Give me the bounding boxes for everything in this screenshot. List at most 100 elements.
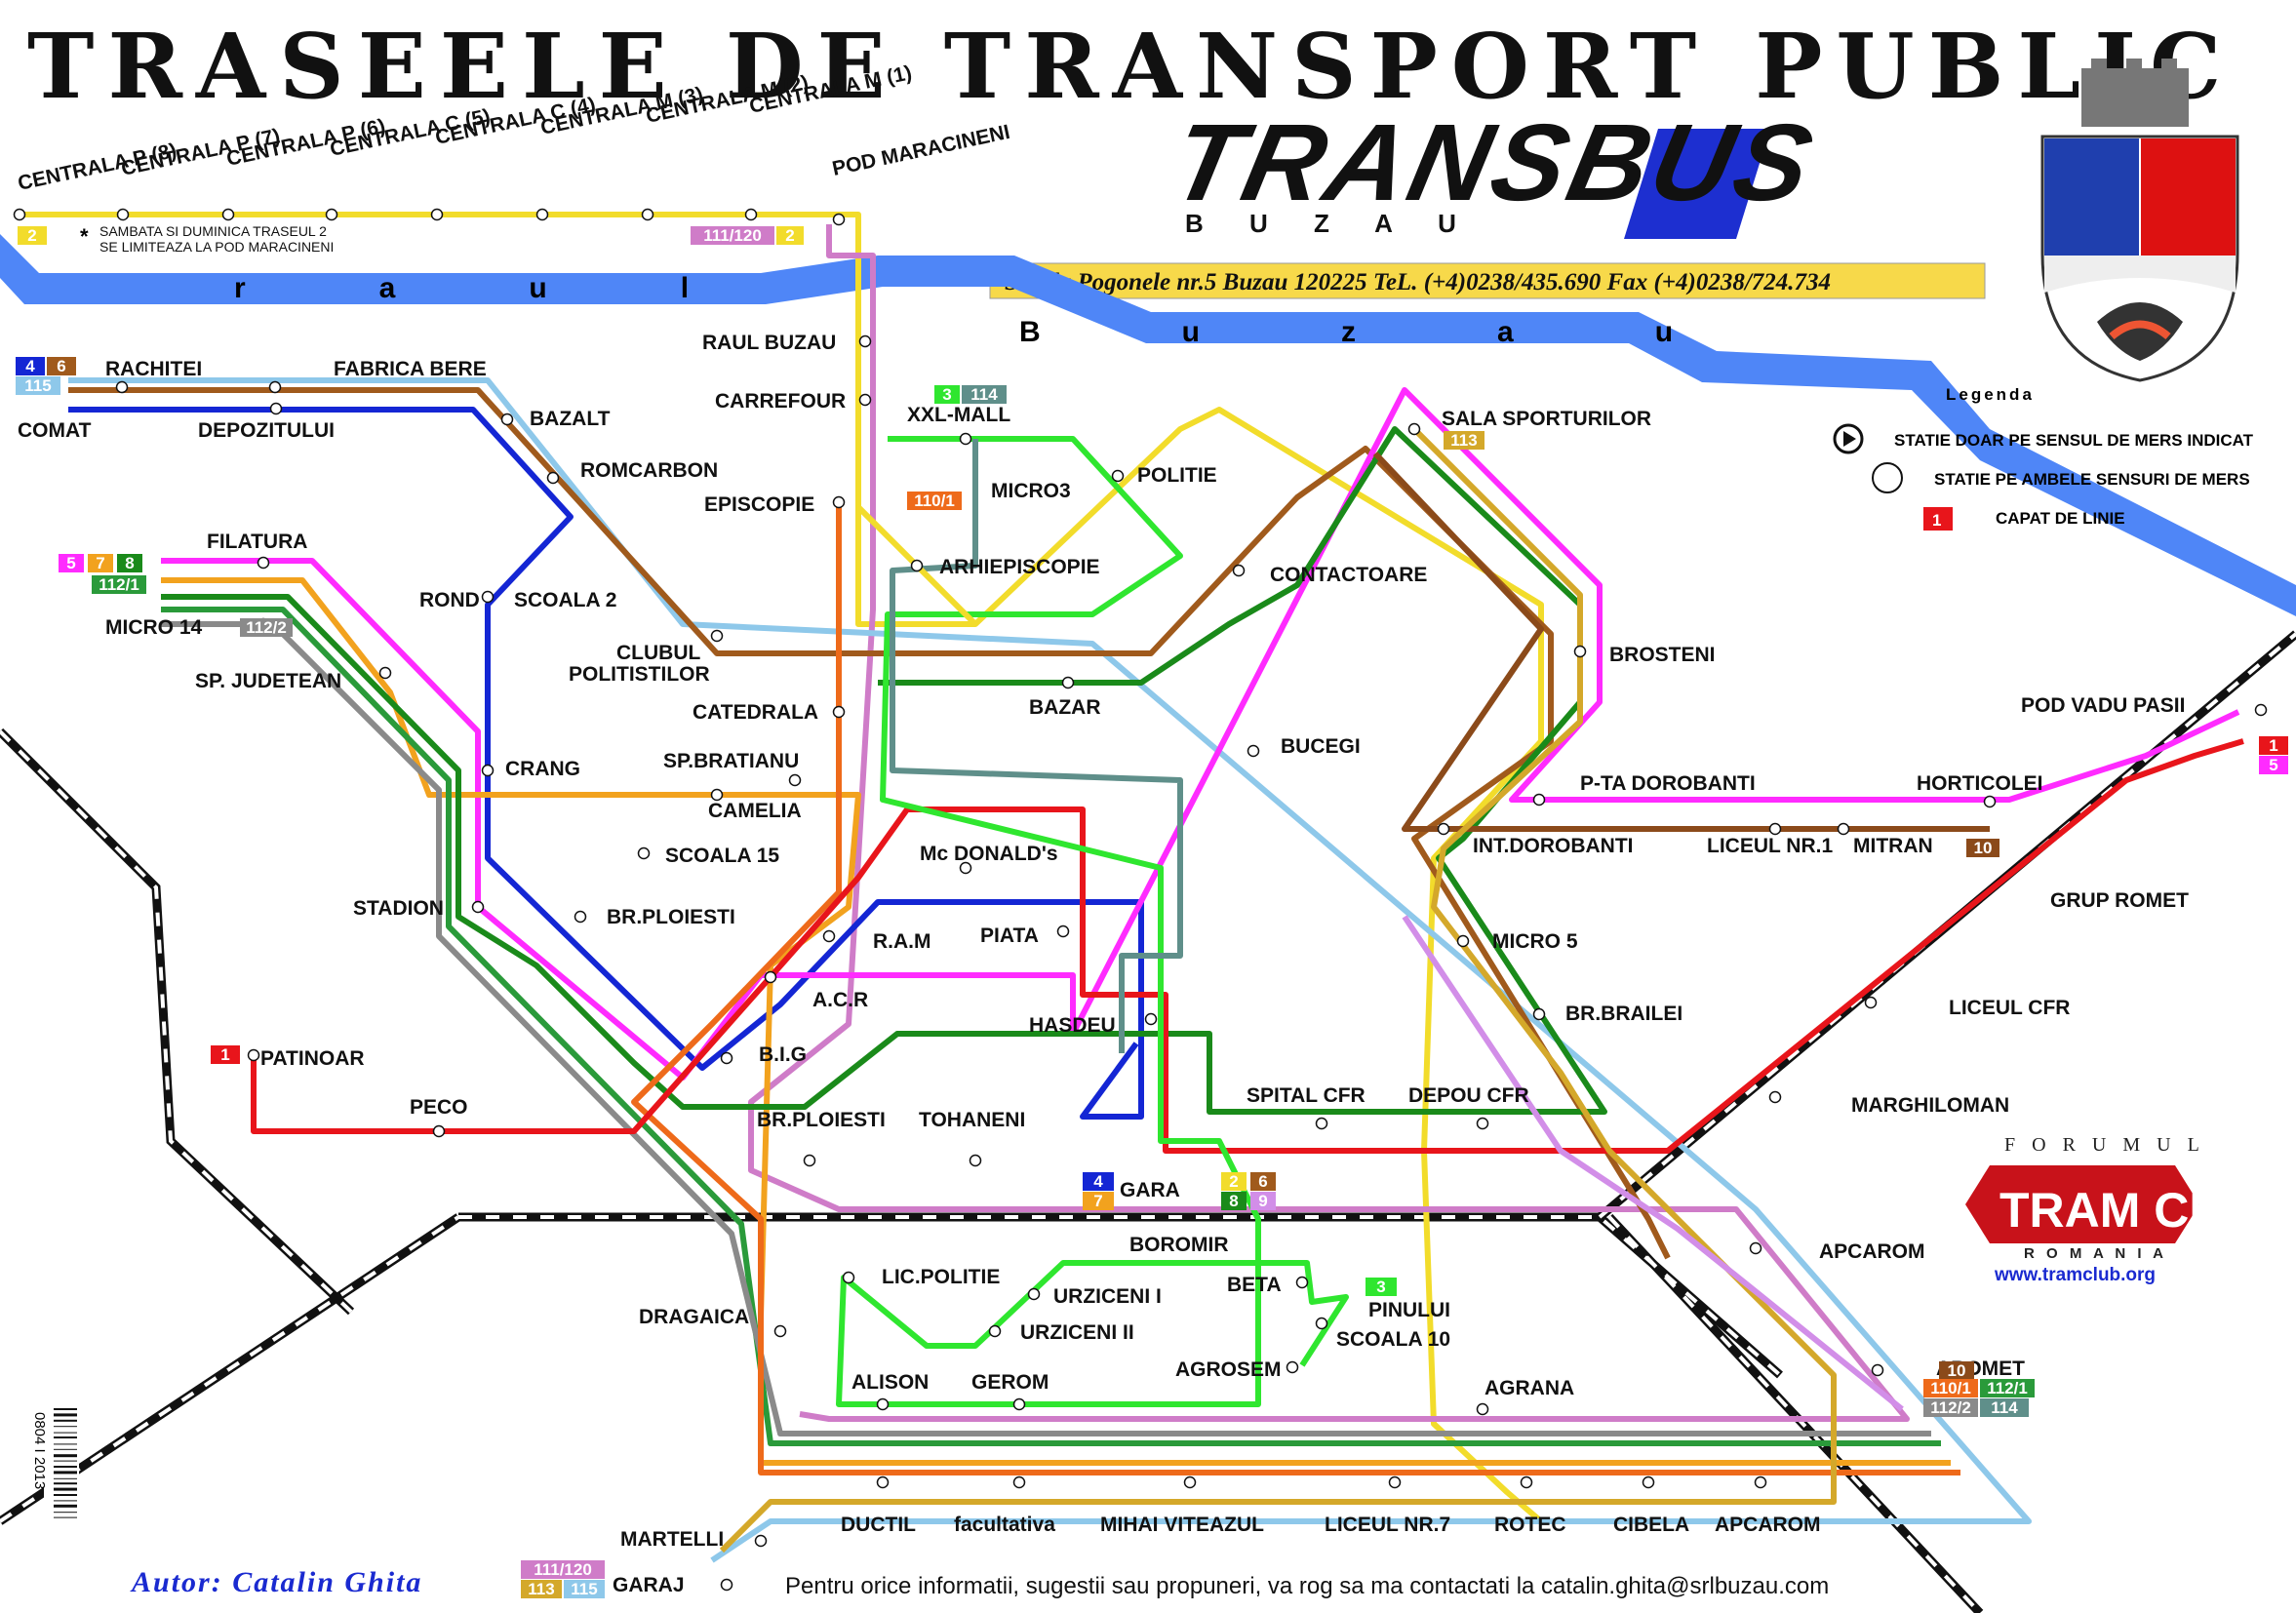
station-dot-garaj[interactable] bbox=[720, 1578, 733, 1592]
badge-b-111-120-garaj[interactable]: 111/120 bbox=[521, 1560, 605, 1579]
badge-b-113-sala[interactable]: 113 bbox=[1444, 431, 1484, 450]
station-dot-contactoare[interactable] bbox=[1232, 564, 1246, 577]
station-label-comat[interactable]: COMAT bbox=[18, 419, 92, 442]
station-dot-br-ploiesti-s[interactable] bbox=[803, 1154, 816, 1167]
station-dot-pta-dorobanti[interactable] bbox=[1532, 793, 1546, 806]
station-dot-rotec[interactable] bbox=[1520, 1475, 1533, 1489]
station-dot-micro5[interactable] bbox=[1456, 934, 1470, 948]
station-dot-centrala-m2[interactable] bbox=[641, 208, 654, 221]
station-dot-carrefour[interactable] bbox=[858, 393, 872, 407]
station-label-raul-buzau[interactable]: RAUL BUZAU bbox=[702, 332, 836, 354]
station-dot-urziceni2[interactable] bbox=[988, 1324, 1002, 1338]
station-dot-urziceni1[interactable] bbox=[1027, 1287, 1041, 1301]
badge-b-112-2-aromet[interactable]: 112/2 bbox=[1923, 1398, 1978, 1417]
station-dot-patinoar[interactable] bbox=[247, 1048, 260, 1062]
badge-b-110-1-aromet[interactable]: 110/1 bbox=[1923, 1379, 1978, 1397]
badge-b-114-xxl[interactable]: 114 bbox=[962, 385, 1007, 404]
station-label-politistilor[interactable]: POLITISTILOR bbox=[569, 663, 710, 686]
station-label-spital-cfr[interactable]: SPITAL CFR bbox=[1247, 1084, 1366, 1107]
badge-b-112-1-aromet[interactable]: 112/1 bbox=[1980, 1379, 2035, 1397]
station-label-patinoar[interactable]: PATINOAR bbox=[260, 1047, 365, 1070]
station-dot-liceul-cfr[interactable] bbox=[1864, 996, 1878, 1009]
station-dot-int-dorobanti[interactable] bbox=[1437, 822, 1450, 836]
station-label-facultativa[interactable]: facultativa bbox=[954, 1514, 1055, 1536]
station-label-sp-bratianu[interactable]: SP.BRATIANU bbox=[663, 750, 799, 772]
badge-b-6-comat[interactable]: 6 bbox=[47, 357, 76, 375]
station-dot-piata[interactable] bbox=[1056, 925, 1070, 938]
station-dot-pod-maracineni[interactable] bbox=[832, 213, 846, 226]
station-dot-horticolei[interactable] bbox=[1983, 795, 1997, 808]
badge-b-7-fil[interactable]: 7 bbox=[88, 554, 113, 572]
station-label-mcdonalds[interactable]: Mc DONALD's bbox=[920, 843, 1058, 865]
station-dot-centrala-p6[interactable] bbox=[221, 208, 235, 221]
station-label-crang[interactable]: CRANG bbox=[505, 758, 580, 780]
station-label-br-ploiesti-n[interactable]: BR.PLOIESTI bbox=[607, 906, 735, 928]
station-label-bazar[interactable]: BAZAR bbox=[1029, 696, 1101, 719]
station-dot-spital-cfr[interactable] bbox=[1315, 1117, 1328, 1130]
station-label-arhiepiscopie[interactable]: ARHIEPISCOPIE bbox=[939, 556, 1100, 578]
station-dot-rond[interactable] bbox=[481, 590, 495, 604]
station-dot-arhiepiscopie[interactable] bbox=[910, 559, 924, 572]
station-dot-camelia[interactable] bbox=[710, 788, 724, 802]
station-label-urziceni1[interactable]: URZICENI I bbox=[1053, 1285, 1162, 1308]
station-dot-big[interactable] bbox=[720, 1051, 733, 1065]
station-dot-mihai-viteazul[interactable] bbox=[1183, 1475, 1197, 1489]
station-label-pinului[interactable]: PINULUI bbox=[1368, 1299, 1450, 1321]
station-dot-cibela[interactable] bbox=[1642, 1475, 1655, 1489]
station-label-liceul-nr7[interactable]: LICEUL NR.7 bbox=[1325, 1514, 1450, 1536]
station-label-romcarbon[interactable]: ROMCARBON bbox=[580, 459, 718, 482]
station-label-sp-judetean[interactable]: SP. JUDETEAN bbox=[195, 670, 341, 692]
station-label-dragaica[interactable]: DRAGAICA bbox=[639, 1306, 749, 1328]
station-dot-stadion[interactable] bbox=[471, 900, 485, 914]
tramclub-url[interactable]: www.tramclub.org bbox=[1994, 1265, 2156, 1285]
station-dot-sala-sporturilor[interactable] bbox=[1407, 422, 1421, 436]
badge-b-113-garaj[interactable]: 113 bbox=[521, 1580, 562, 1598]
station-dot-acr[interactable] bbox=[764, 970, 777, 984]
station-dot-beta[interactable] bbox=[1295, 1276, 1309, 1289]
station-label-rond[interactable]: ROND bbox=[419, 589, 480, 611]
badge-b-8-gara[interactable]: 8 bbox=[1221, 1192, 1247, 1210]
station-label-filatura[interactable]: FILATURA bbox=[207, 531, 307, 553]
station-label-politie[interactable]: POLITIE bbox=[1137, 464, 1217, 487]
station-dot-martelli[interactable] bbox=[754, 1534, 768, 1548]
station-label-pod-maracineni[interactable]: POD MARACINENI bbox=[830, 121, 1011, 180]
badge-b-111-120-pod[interactable]: 111/120 bbox=[691, 226, 774, 245]
station-dot-centrala-m1[interactable] bbox=[744, 208, 758, 221]
station-label-liceul-nr1[interactable]: LICEUL NR.1 bbox=[1707, 835, 1833, 857]
badge-b-110-1-episcopie[interactable]: 110/1 bbox=[907, 492, 962, 510]
station-dot-depou-cfr[interactable] bbox=[1476, 1117, 1489, 1130]
station-label-rachitei[interactable]: RACHITEI bbox=[105, 358, 202, 380]
station-label-gerom[interactable]: GEROM bbox=[971, 1371, 1049, 1394]
station-label-agrana[interactable]: AGRANA bbox=[1484, 1377, 1574, 1399]
badge-b-2-left[interactable]: 2 bbox=[18, 226, 47, 245]
badge-b-5-vadu[interactable]: 5 bbox=[2259, 756, 2288, 774]
badge-b-7-gara[interactable]: 7 bbox=[1083, 1192, 1114, 1210]
station-dot-romcarbon[interactable] bbox=[546, 471, 560, 485]
station-dot-agrosem[interactable] bbox=[1286, 1360, 1299, 1374]
station-dot-mitran[interactable] bbox=[1837, 822, 1850, 836]
station-dot-gerom[interactable] bbox=[1012, 1397, 1026, 1411]
station-dot-centrala-m3[interactable] bbox=[535, 208, 549, 221]
station-dot-scoala15[interactable] bbox=[637, 846, 651, 860]
station-dot-tohaneni[interactable] bbox=[969, 1154, 982, 1167]
station-label-episcopie[interactable]: EPISCOPIE bbox=[704, 493, 814, 516]
station-label-rotec[interactable]: ROTEC bbox=[1494, 1514, 1566, 1536]
station-label-pta-dorobanti[interactable]: P-TA DOROBANTI bbox=[1580, 772, 1756, 795]
station-label-boromir[interactable]: BOROMIR bbox=[1129, 1234, 1229, 1256]
station-dot-peco[interactable] bbox=[432, 1124, 446, 1138]
station-dot-catedrala[interactable] bbox=[832, 705, 846, 719]
station-label-br-brailei[interactable]: BR.BRAILEI bbox=[1565, 1003, 1682, 1025]
badge-b-3-xxl[interactable]: 3 bbox=[934, 385, 960, 404]
station-dot-centrala-c5[interactable] bbox=[325, 208, 338, 221]
station-label-marghiloman[interactable]: MARGHILOMAN bbox=[1851, 1094, 2009, 1117]
station-dot-sp-judetean[interactable] bbox=[378, 666, 392, 680]
badge-b-4-comat[interactable]: 4 bbox=[16, 357, 45, 375]
station-label-bazalt[interactable]: BAZALT bbox=[530, 408, 611, 430]
station-label-peco[interactable]: PECO bbox=[410, 1096, 468, 1119]
station-label-scoala15[interactable]: SCOALA 15 bbox=[665, 845, 779, 867]
station-dot-scoala10[interactable] bbox=[1315, 1317, 1328, 1330]
station-dot-mcdonalds[interactable] bbox=[959, 861, 972, 875]
station-dot-ram[interactable] bbox=[822, 929, 836, 943]
station-dot-bazar[interactable] bbox=[1061, 676, 1075, 689]
station-dot-sp-bratianu[interactable] bbox=[788, 773, 802, 787]
